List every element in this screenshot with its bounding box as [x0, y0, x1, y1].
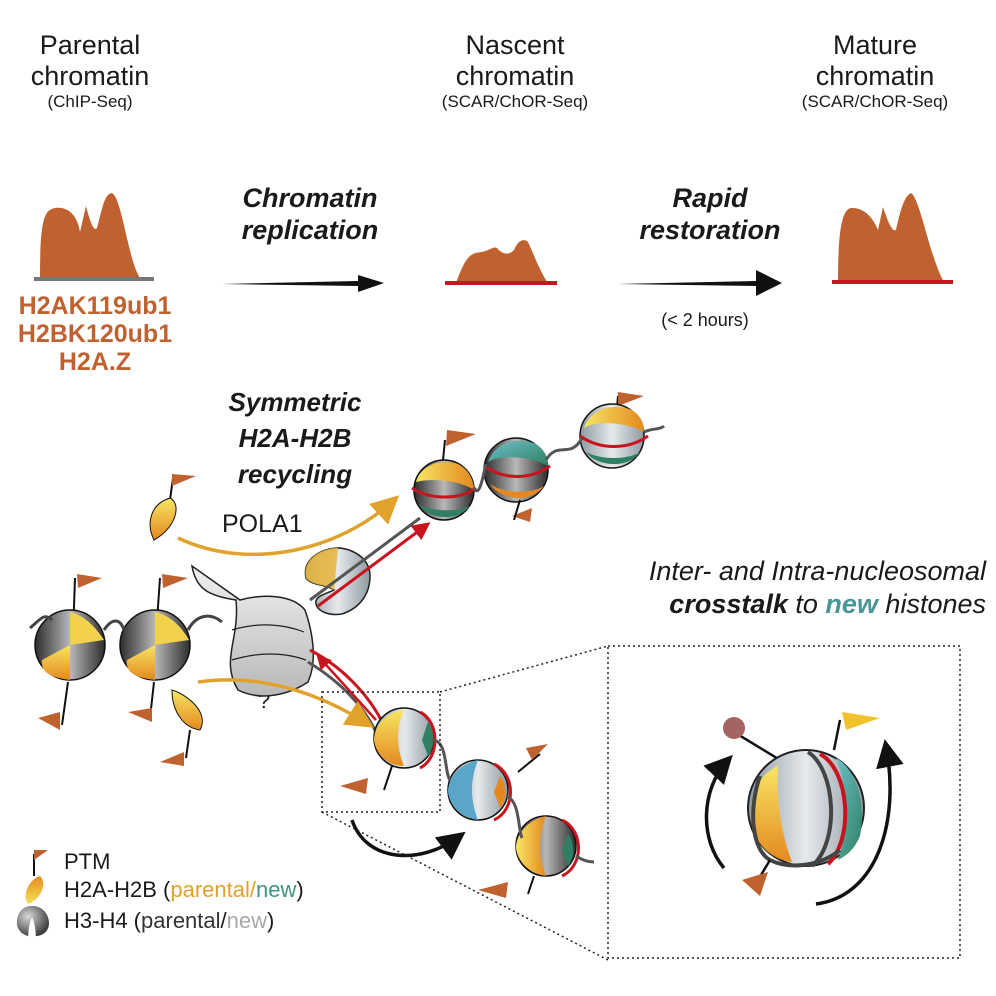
parental-peak-profile [34, 193, 154, 281]
legend: PTM H2A-H2B (parental/new) H3-H4 (parent… [14, 848, 304, 938]
stage-title-line1: Nascent [465, 30, 565, 60]
h2a-h2b-dimer-icon [25, 876, 44, 904]
ptm-flag-icon [33, 850, 48, 876]
process-replication-label: Chromatin replication [200, 182, 420, 246]
zoom-selection-box [321, 691, 441, 813]
crosstalk-line2: crosstalk to new histones [520, 588, 986, 621]
legend-item-h2a-h2b: H2A-H2B (parental/new) [14, 876, 304, 904]
restoration-time-note: (< 2 hours) [661, 310, 749, 330]
okazaki-arrow [316, 654, 377, 721]
legend-item-h3-h4: H3-H4 (parental/new) [14, 904, 304, 938]
parental-h2ak119ub1-flag [742, 872, 768, 896]
lagging-strand-parental [307, 660, 382, 743]
lagging-nucleosome-2 [447, 744, 548, 822]
recycling-line3: recycling [237, 459, 353, 489]
lagging-strand-nascent [309, 648, 392, 741]
legend-text: H3-H4 ( [64, 908, 142, 933]
histone-marks-list: H2AK119ub1 H2BK120ub1 H2A.Z [0, 292, 190, 376]
process-line2: restoration [639, 215, 781, 245]
lagging-dna-linker [431, 738, 595, 864]
pola1-label: POLA1 [222, 510, 303, 538]
leading-nucleosome-3 [579, 392, 649, 469]
stage-title-line2: chromatin [815, 61, 935, 91]
legend-label: H3-H4 (parental/new) [64, 907, 274, 935]
legend-close: ) [296, 877, 304, 902]
legend-parental: parental [141, 908, 221, 933]
inset-parental-line1: Parental [634, 899, 728, 927]
histone-mark: H2AK119ub1 [18, 292, 172, 320]
inset-new-h2ak119ub1-label: H2AK119ub1 [760, 652, 896, 678]
crosstalk-end: histones [877, 589, 986, 619]
stage-method: (SCAR/ChOR-Seq) [441, 92, 589, 111]
stage-parental-title: Parental chromatin (ChIP-Seq) [10, 30, 170, 112]
inter-nucleosomal-crosstalk-arrow [350, 819, 466, 860]
leading-nucleosome-1 [411, 430, 532, 522]
stage-mature-title: Mature chromatin (SCAR/ChOR-Seq) [760, 30, 990, 112]
pola1-protein [304, 547, 371, 616]
process-line1: Chromatin [242, 183, 378, 213]
stage-title-line2: chromatin [30, 61, 150, 91]
leading-nucleosome-2 [483, 437, 551, 521]
stage-nascent-title: Nascent chromatin (SCAR/ChOR-Seq) [400, 30, 630, 112]
stage-method: (SCAR/ChOR-Seq) [801, 92, 949, 111]
legend-parental: parental [170, 877, 250, 902]
h3-h4-tetramer-icon [16, 905, 49, 937]
replisome-mcm-helicase [190, 564, 314, 697]
new-h2ak119ub1-flag [842, 712, 880, 730]
inset-h3k27me3-label: H3K27me3 [622, 682, 738, 708]
legend-new: new [256, 877, 297, 902]
process-restoration-label: Rapid restoration [610, 182, 810, 246]
inset-crosstalk-arrow-left [703, 754, 733, 870]
crosstalk-line1: Inter- and Intra-nucleosomal [648, 556, 986, 586]
inset-parental-line2: H2AK119ub1 [634, 929, 781, 957]
mature-peak-profile [832, 193, 953, 284]
legend-new: new [226, 908, 268, 933]
nascent-peak-profile [445, 240, 557, 285]
zoom-connector-bottom [321, 811, 609, 961]
legend-sep: / [220, 908, 227, 933]
restoration-arrow [618, 270, 782, 296]
legend-text: H2A-H2B ( [64, 877, 171, 902]
leading-dna-linker [472, 424, 666, 493]
histone-mark: H2BK120ub1 [17, 320, 173, 348]
crosstalk-bold-word: crosstalk [669, 589, 788, 619]
unknown-recycling-arrow [197, 678, 374, 728]
leading-strand-parental [309, 516, 421, 602]
inset-parental-label: Parental H2AK119ub1 [634, 898, 781, 958]
inset-nucleosome [723, 712, 880, 896]
recycling-line1: Symmetric [228, 387, 362, 417]
process-line2: replication [241, 215, 379, 245]
parental-nucleosome-2 [119, 574, 191, 722]
stage-title-line1: Mature [832, 30, 918, 60]
crosstalk-middle: to [787, 589, 826, 619]
zoom-connector-top [439, 645, 609, 693]
legend-label: H2A-H2B (parental/new) [64, 876, 304, 904]
parental-dna-linker [29, 614, 223, 631]
stage-title-line2: chromatin [455, 61, 575, 91]
legend-sep: / [249, 877, 256, 902]
lagging-nucleosome-1 [340, 707, 437, 794]
legend-item-ptm: PTM [14, 848, 304, 876]
legend-label: PTM [64, 849, 111, 874]
crosstalk-heading: Inter- and Intra-nucleosomal crosstalk t… [520, 555, 986, 621]
process-line1: Rapid [672, 183, 748, 213]
stage-title-line1: Parental [39, 30, 141, 60]
h3k27me3-marker [723, 717, 745, 739]
legend-close: ) [267, 908, 275, 933]
recycling-label: Symmetric H2A-H2B recycling [200, 384, 390, 492]
unknown-path-label: ? [258, 688, 271, 713]
histone-mark: H2A.Z [58, 348, 132, 376]
inset-crosstalk-arrow-right [815, 739, 904, 906]
free-h2a-h2b-dimer-top [149, 474, 196, 541]
replication-arrow [222, 275, 384, 292]
lagging-nucleosome-3 [478, 815, 580, 898]
parental-nucleosome-1 [34, 574, 106, 730]
recycling-line2: H2A-H2B [238, 423, 352, 453]
free-h2a-h2b-dimer-bottom [160, 689, 203, 766]
stage-method: (ChIP-Seq) [47, 92, 133, 111]
crosstalk-new-word: new [825, 589, 878, 619]
leading-strand-nascent [317, 522, 431, 608]
